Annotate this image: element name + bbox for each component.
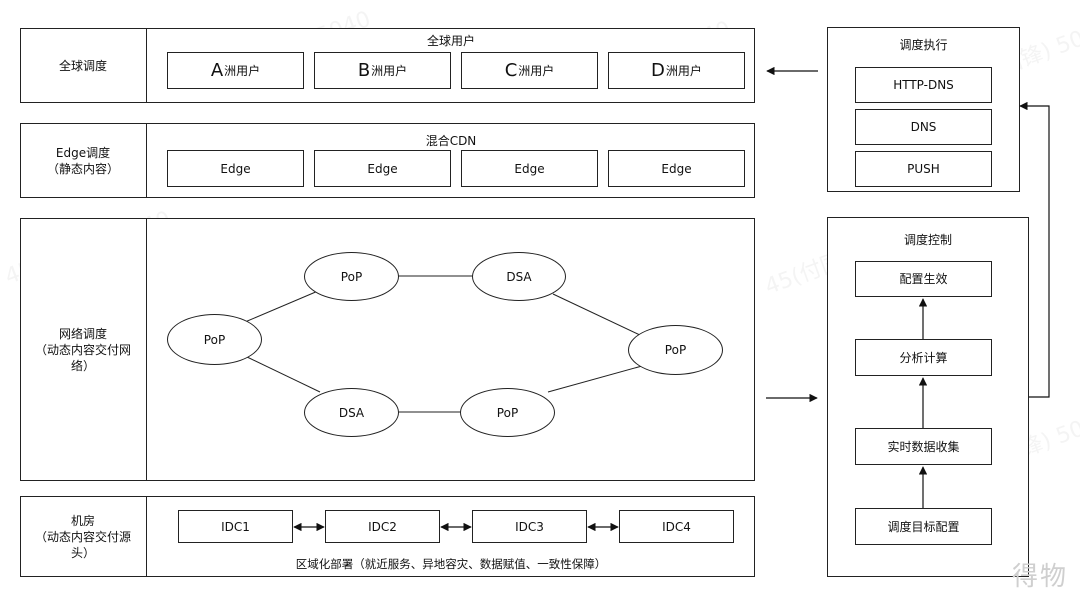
idc-box: IDC3 [472,510,587,543]
pop-node-right: PoP [628,325,723,375]
dsa-node-bottom: DSA [304,388,399,437]
pop-node-left: PoP [167,314,262,365]
edge-box: Edge [461,150,598,187]
edge-box: Edge [608,150,745,187]
user-letter: B [357,59,371,81]
network-scheduling-label: 网络调度 （动态内容交付网 络） [34,326,131,373]
http-dns-box: HTTP-DNS [855,67,992,103]
edge-box: Edge [167,150,304,187]
idc-box: IDC4 [619,510,734,543]
feedback-loop-arrow [1019,101,1050,398]
user-suffix: 洲用户 [371,63,408,78]
row-divider [146,496,147,577]
brand-watermark: 得物 [1011,562,1068,592]
idc-label: 机房 （动态内容交付源 头） [34,513,131,560]
scheduling-execution-title: 调度执行 [899,38,948,52]
row-divider [146,123,147,198]
graph-edge [244,290,319,323]
dsa-node-top: DSA [472,252,566,301]
dns-box: DNS [855,109,992,145]
user-suffix: 洲用户 [518,63,555,78]
pop-node-top: PoP [304,252,399,301]
row-divider [146,218,147,481]
global-scheduling-label: 全球调度 [58,58,107,73]
graph-edge [547,365,643,393]
hybrid-cdn-header: 混合CDN [425,134,477,148]
pop-node-bottom: PoP [460,388,555,437]
idc-box: IDC2 [325,510,440,543]
push-box: PUSH [855,151,992,187]
analysis-compute-box: 分析计算 [855,339,992,376]
graph-edge [552,293,643,337]
target-config-box: 调度目标配置 [855,508,992,545]
user-suffix: 洲用户 [665,63,702,78]
row-divider [146,28,147,103]
global-users-header: 全球用户 [426,34,475,48]
regional-deployment-caption: 区域化部署（就近服务、异地容灾、数据赋值、一致性保障） [295,557,607,571]
graph-edge [244,355,321,393]
user-letter: C [504,59,518,81]
user-letter: D [651,59,665,81]
edge-scheduling-label: Edge调度 （静态内容） [46,145,119,176]
realtime-data-collect-box: 实时数据收集 [855,428,992,465]
config-effective-box: 配置生效 [855,261,992,297]
user-suffix: 洲用户 [224,63,261,78]
user-letter: A [210,59,224,81]
edge-box: Edge [314,150,451,187]
idc-box: IDC1 [178,510,293,543]
scheduling-control-title: 调度控制 [903,233,952,247]
